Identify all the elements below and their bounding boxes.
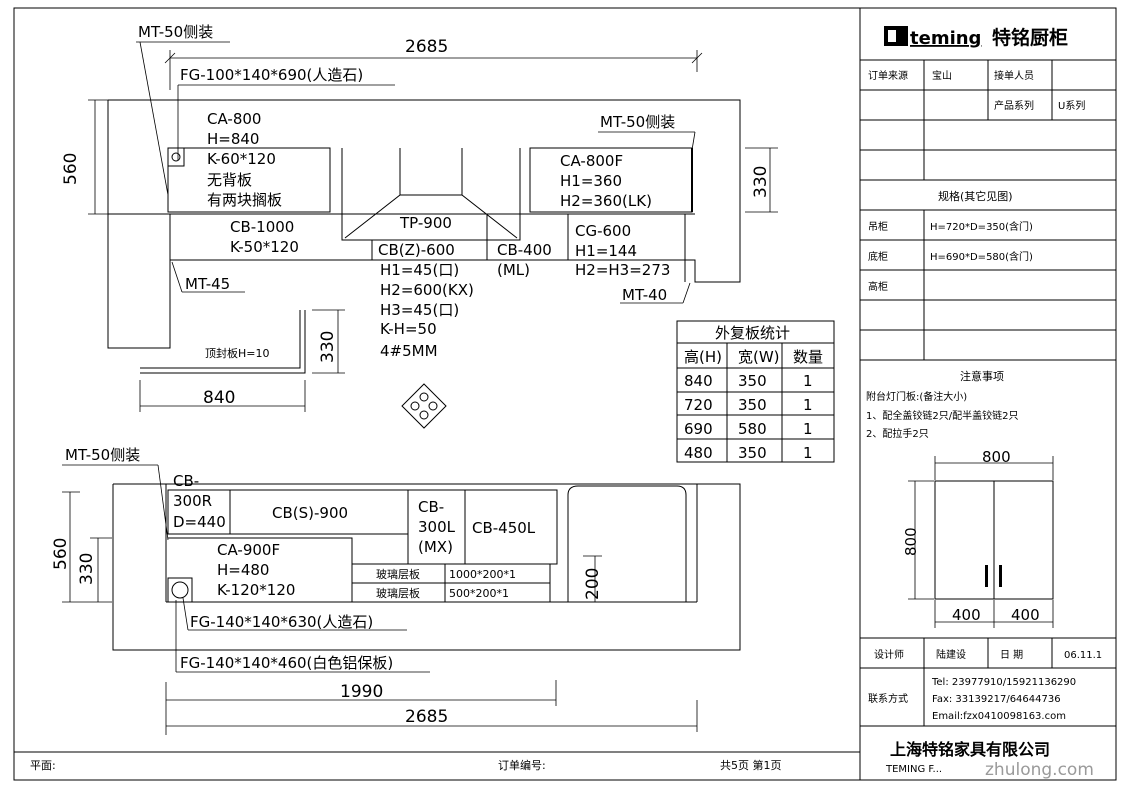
dim-bottom-560: 560 — [51, 538, 71, 570]
count-table-cell: 1 — [803, 444, 813, 462]
door-elevation: 800 800 400 400 — [902, 448, 1054, 628]
label-glass1-size: 1000*200*1 — [449, 568, 516, 581]
receiver-label: 接单人员 — [994, 69, 1034, 82]
count-table-cell: 580 — [738, 420, 767, 438]
date-value: 06.11.1 — [1064, 650, 1102, 661]
title-block: teming 特铭厨柜 订单来源 宝山 接单人员 产品系列 U系列 规格(其它见… — [860, 26, 1116, 780]
contact-fax: Fax: 33139217/64644736 — [932, 694, 1061, 705]
footer-pages: 共5页 第1页 — [720, 758, 782, 772]
svg-text:800: 800 — [902, 527, 920, 556]
label-mt50-bottom: MT-50侧装 — [65, 446, 140, 464]
spec-row-value: H=690*D=580(含门) — [930, 250, 1033, 263]
series-label: 产品系列 — [994, 99, 1034, 112]
count-table-cell: 840 — [684, 372, 713, 390]
spec-row-label: 高柜 — [868, 280, 888, 293]
label-cb300l: CB- 300L (MX) — [418, 498, 460, 556]
spec-row-value: H=720*D=350(含门) — [930, 220, 1033, 233]
count-table-cell: 350 — [738, 444, 767, 462]
label-mt50-top: MT-50侧装 — [138, 23, 213, 41]
contact-tel: Tel: 23977910/15921136290 — [931, 677, 1076, 688]
notes-title: 注意事项 — [960, 369, 1004, 383]
dim-left-560: 560 — [61, 153, 81, 185]
svg-text:400: 400 — [952, 606, 981, 624]
designer-label: 设计师 — [874, 648, 904, 661]
stove-burner-icon — [401, 383, 447, 429]
dim-bottom-330: 330 — [77, 553, 97, 585]
notes-list: 附台灯门板:(备注大小) 1、配全盖铰链2只/配半盖铰链2只 2、配拉手2只 — [866, 390, 1022, 440]
label-cbs900: CB(S)-900 — [272, 504, 348, 522]
dim-1990: 1990 — [340, 682, 383, 702]
count-table-cell: 350 — [738, 372, 767, 390]
count-table-cells: 高(H) 宽(W) 数量 840 350 1 720 350 1 690 580 1 480 350 1 — [684, 348, 823, 462]
count-table-cell: 720 — [684, 396, 713, 414]
label-mt40: MT-40 — [622, 286, 667, 304]
svg-text:teming: teming — [910, 28, 981, 49]
footer-plan: 平面: — [30, 759, 56, 772]
date-label: 日 期 — [1000, 649, 1023, 661]
svg-text:400: 400 — [1011, 606, 1040, 624]
spec-rows: 吊柜 H=720*D=350(含门) 底柜 H=690*D=580(含门) 高柜 — [868, 220, 1033, 293]
dim-top-2685: 2685 — [405, 37, 448, 57]
label-top-panel: 顶封板H=10 — [205, 346, 270, 360]
label-ca900f: CA-900F H=480 K-120*120 — [217, 541, 295, 599]
footer-order-no: 订单编号: — [498, 758, 546, 772]
label-cg600: CG-600 H1=144 H2=H3=273 — [575, 222, 670, 279]
count-table-header: 数量 — [793, 348, 823, 366]
count-table-cell: 690 — [684, 420, 713, 438]
company-name-en: TEMING F... — [885, 764, 942, 775]
dim-bottom-2685: 2685 — [405, 707, 448, 727]
label-cb300r: CB- 300R D=440 — [173, 472, 226, 531]
spec-row-label: 底柜 — [868, 250, 888, 263]
dim-330-mid: 330 — [318, 331, 338, 363]
brand-logo: teming 特铭厨柜 — [884, 26, 1068, 49]
count-table-cell: 1 — [803, 420, 813, 438]
label-fg1: FG-140*140*630(人造石) — [190, 613, 373, 631]
top-plan: 2685 MT-50侧装 FG-100*140*690(人造石) — [61, 23, 778, 429]
label-fg-top: FG-100*140*690(人造石) — [180, 66, 363, 84]
label-cb450l: CB-450L — [472, 519, 536, 537]
label-cb400: CB-400 (ML) — [497, 241, 557, 279]
label-mt50-right: MT-50侧装 — [600, 113, 675, 131]
contact-label: 联系方式 — [868, 692, 908, 705]
svg-text:800: 800 — [982, 448, 1011, 466]
dim-right-330: 330 — [751, 166, 771, 198]
count-table-cell: 350 — [738, 396, 767, 414]
count-table-cell: 1 — [803, 396, 813, 414]
label-fg2: FG-140*140*460(白色铝保板) — [180, 654, 393, 672]
label-cb1000: CB-1000 K-50*120 — [230, 218, 299, 256]
spec-row-label: 吊柜 — [868, 220, 888, 233]
label-tp900: TP-900 — [399, 214, 452, 232]
count-table: 外复板统计 高(H) 宽(W) 数量 840 350 1 720 350 1 690 580 1 480… — [676, 320, 835, 463]
label-cbz600: CB(Z)-600 H1=45(口) H2=600(KX) H3=45(口) K… — [378, 241, 479, 360]
label-ca800f: CA-800F H1=360 H2=360(LK) — [560, 152, 652, 210]
dim-200: 200 — [583, 568, 603, 600]
spec-title: 规格(其它见图) — [938, 189, 1013, 203]
count-table-cell: 1 — [803, 372, 813, 390]
bottom-plan: MT-50侧装 CB- 300R D=440 CB(S)-900 CB- 300… — [51, 446, 741, 735]
dim-840: 840 — [203, 388, 235, 408]
count-table-title: 外复板统计 — [715, 324, 790, 342]
label-glass2: 玻璃层板 — [376, 586, 420, 600]
company-name: 上海特铭家具有限公司 — [890, 740, 1050, 759]
count-table-header: 高(H) — [684, 348, 722, 366]
label-glass1: 玻璃层板 — [376, 567, 420, 581]
order-source-label: 订单来源 — [868, 69, 908, 82]
drawing-border — [13, 7, 1117, 781]
count-table-cell: 480 — [684, 444, 713, 462]
watermark: zhulong.com — [985, 760, 1094, 780]
label-ca800: CA-800 H=840 K-60*120 无背板 有两块搁板 — [207, 110, 282, 209]
label-mt45: MT-45 — [185, 275, 230, 293]
designer-name: 陆建设 — [936, 648, 966, 661]
label-glass2-size: 500*200*1 — [449, 587, 509, 600]
svg-text:特铭厨柜: 特铭厨柜 — [992, 26, 1068, 49]
series-value: U系列 — [1058, 99, 1085, 112]
count-table-header: 宽(W) — [738, 348, 780, 366]
contact-email: Email:fzx0410098163.com — [932, 711, 1066, 722]
order-source-value: 宝山 — [932, 69, 952, 82]
